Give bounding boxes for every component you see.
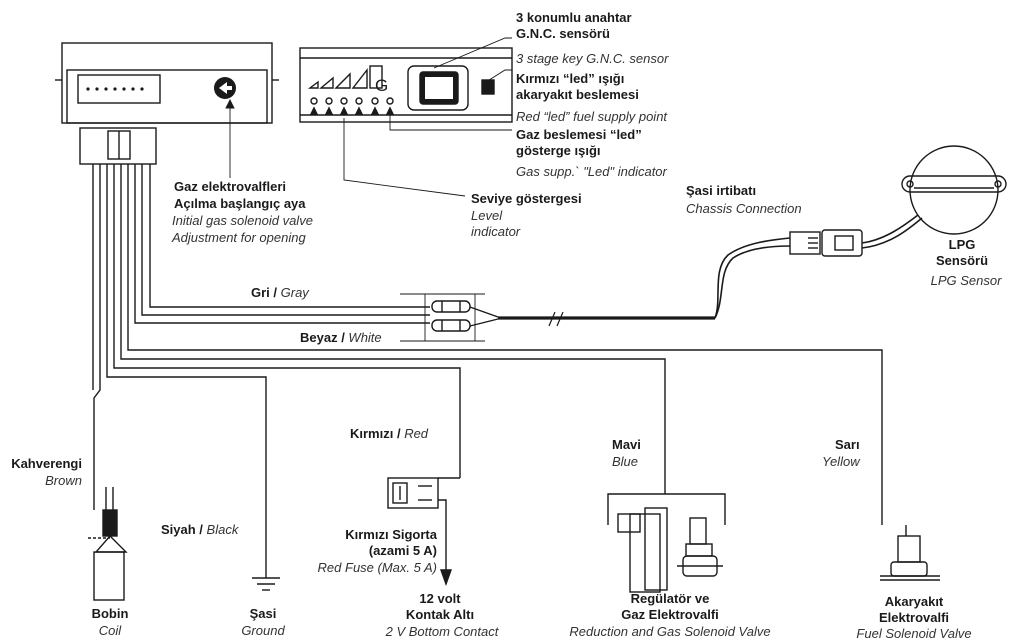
blue-wire-caption: Blue (612, 454, 639, 469)
level-indicator-caption-line2: indicator (471, 224, 521, 239)
red-wire-tr: Kırmızı (350, 426, 394, 441)
fuel-valve-title-line2: Elektrovalfi (878, 610, 950, 625)
control-unit (55, 42, 279, 165)
led-indicator-panel (299, 47, 513, 123)
level-indicator-caption: Level (471, 208, 503, 223)
ground-title: Şasi (249, 606, 277, 621)
fuel-valve-title: Akaryakıt (884, 594, 944, 609)
lpg-sensor-gauge (901, 145, 1007, 235)
ground-symbol (252, 577, 280, 591)
lpg-sensor-title-line2: Sensörü (935, 253, 989, 268)
key-sensor-title-line2: G.N.C. sensörü (516, 26, 610, 41)
leader-lines (225, 37, 512, 342)
chassis-title: Şasi irtibatı (686, 183, 757, 198)
level-indicator-title: Seviye göstergesi (471, 191, 582, 206)
red-wire-sep: / (393, 426, 405, 441)
red-led-caption: Red “led” fuel supply point (516, 109, 668, 124)
inline-connectors (431, 300, 499, 332)
gas-led-title-line2: gösterge ışığı (516, 143, 601, 158)
gray-wire-en: Gray (280, 285, 309, 300)
lpg-sensor-caption: LPG Sensor (930, 273, 1002, 288)
brown-wire-caption: Brown (45, 473, 82, 488)
coil-caption: Coil (98, 623, 122, 638)
chassis-caption: Chassis Connection (686, 201, 802, 216)
black-wire-sep: / (195, 522, 207, 537)
solenoid-adjust-title-line2: Açılma başlangıç aya (174, 196, 306, 211)
blue-wire-title: Mavi (612, 437, 641, 452)
fuse-title-line2: (azami 5 A) (368, 543, 437, 558)
gray-wire-tr: Gri (251, 285, 270, 300)
lpg-sensor-title: LPG (948, 237, 976, 252)
white-wire-sep: / (337, 330, 349, 345)
coil-title: Bobin (91, 606, 129, 621)
gas-led-caption: Gas supp.` "Led" indicator (516, 164, 667, 179)
white-wire-en: White (348, 330, 382, 345)
contact-title-line2: Kontak Altı (405, 607, 475, 622)
key-sensor-caption: 3 stage key G.N.C. sensor (516, 51, 669, 66)
black-wire-tr: Siyah (161, 522, 196, 537)
contact-title: 12 volt (419, 591, 461, 606)
coil (88, 487, 128, 601)
fuse-title: Kırmızı Sigorta (345, 527, 437, 542)
solenoid-adjust-title: Gaz elektrovalfleri (174, 179, 286, 194)
regulator-title: Regülatör ve (630, 591, 710, 606)
contact-caption: 2 V Bottom Contact (385, 624, 499, 639)
regulator-caption: Reduction and Gas Solenoid Valve (569, 624, 771, 639)
red-wire-en: Red (404, 426, 429, 441)
white-wire-tr: Beyaz (300, 330, 338, 345)
solenoid-adjust-caption-line2: Adjustment for opening (172, 230, 306, 245)
white-wire-label: Beyaz / White (300, 330, 382, 345)
panel-gas-letter: G (375, 76, 389, 95)
red-led-title-line2: akaryakıt beslemesi (516, 87, 639, 102)
red-led-title: Kırmızı “led” ışığı (516, 71, 625, 86)
yellow-wire-title: Sarı (835, 437, 860, 452)
adjustment-knob-icon (214, 77, 236, 99)
gray-wire-sep: / (269, 285, 281, 300)
ground-caption: Ground (241, 623, 285, 638)
red-wire-label: Kırmızı / Red (350, 426, 428, 441)
gray-wire-label: Gri / Gray (251, 285, 309, 300)
fuel-valve-caption: Fuel Solenoid Valve (856, 626, 972, 641)
gas-led-title: Gaz beslemesi “led” (516, 127, 642, 142)
lpg-sensor-lead (498, 214, 923, 327)
regulator-solenoid-valve (607, 493, 726, 593)
wiring-harness (92, 164, 883, 578)
fuse-caption: Red Fuse (Max. 5 A) (317, 560, 437, 575)
black-wire-label: Siyah / Black (161, 522, 238, 537)
red-fuse (387, 477, 460, 587)
solenoid-adjust-caption: Initial gas solenoid valve (172, 213, 313, 228)
brown-wire-title: Kahverengi (11, 456, 82, 471)
regulator-title-line2: Gaz Elektrovalfi (621, 607, 719, 622)
yellow-wire-caption: Yellow (822, 454, 860, 469)
fuel-solenoid-valve (880, 525, 940, 581)
black-wire-en: Black (206, 522, 239, 537)
key-sensor-title: 3 konumlu anahtar (516, 10, 632, 25)
